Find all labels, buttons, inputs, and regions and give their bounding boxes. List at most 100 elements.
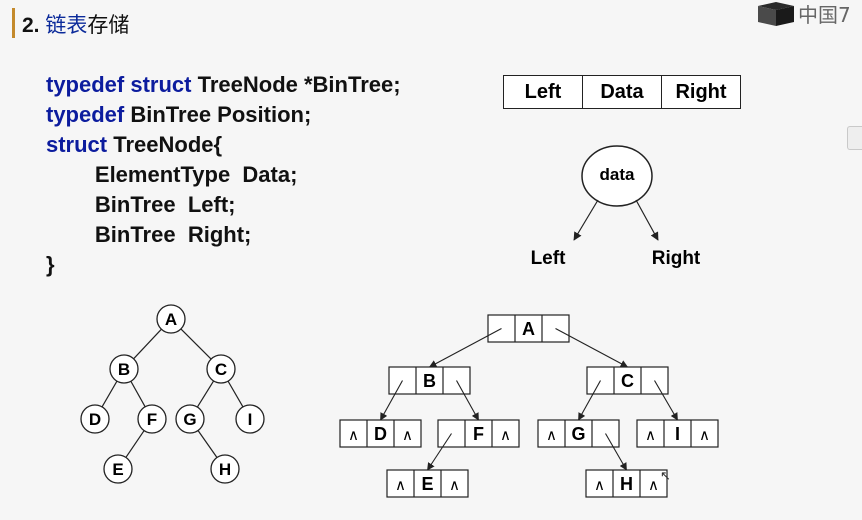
data-cell: I <box>675 424 680 444</box>
data-cell: A <box>522 319 535 339</box>
left-pointer-cell: ∧ <box>348 427 359 444</box>
tree-edge-G-H <box>197 430 218 458</box>
code-text: TreeNode *BinTree; <box>197 72 401 97</box>
tree-edge-C-G <box>196 380 215 408</box>
left-pointer-cell: ∧ <box>645 427 656 444</box>
tree-node-label-B: B <box>118 360 130 379</box>
tree-node-B <box>109 354 139 384</box>
binary-tree: A B C D F G I E H <box>80 304 265 484</box>
pointer-arrow-G-H <box>605 433 627 471</box>
tree-edge-A-C <box>180 328 212 360</box>
code-text: TreeNode{ <box>113 132 223 157</box>
code-line: ElementType Data; <box>46 160 401 190</box>
right-pointer-cell: ∧ <box>500 427 511 444</box>
right-pointer-cell: ∧ <box>699 427 710 444</box>
generic-node-diagram: data Left Right <box>531 145 701 269</box>
tree-edge-A-B <box>133 328 162 360</box>
tree-edge-B-F <box>130 380 146 408</box>
pointer-arrow-A-B <box>428 328 502 368</box>
accent-bar <box>12 8 15 38</box>
left-pointer-cell: ∧ <box>395 477 406 494</box>
tree-node-label-H: H <box>219 460 231 479</box>
pointer-arrow-F-E <box>427 433 452 471</box>
linked-node-I: ∧ I ∧ <box>636 419 719 448</box>
tree-node-G <box>175 404 205 434</box>
pointer-arrow-C-G <box>578 380 601 421</box>
code-text: BinTree Position; <box>130 102 312 127</box>
generic-node-circle <box>581 145 653 207</box>
tree-edge-B-D <box>101 380 118 408</box>
tree-node-label-G: G <box>183 410 196 429</box>
side-panel-tab[interactable] <box>847 126 862 150</box>
code-keyword: struct <box>46 132 114 157</box>
tree-node-A <box>156 304 186 334</box>
data-cell: D <box>374 424 387 444</box>
linked-node-E: ∧E∧ <box>386 469 469 498</box>
data-cell: G <box>571 424 585 444</box>
generic-right-arrow <box>635 199 659 241</box>
data-cell: H <box>620 474 633 494</box>
code-keyword: typedef <box>46 72 131 97</box>
tree-node-F <box>137 404 167 434</box>
code-block: typedef struct TreeNode *BinTree;typedef… <box>46 70 401 280</box>
tree-node-label-D: D <box>89 410 101 429</box>
code-line: typedef struct TreeNode *BinTree; <box>46 70 401 100</box>
generic-left-arrow <box>573 199 599 241</box>
tree-node-label-E: E <box>112 460 123 479</box>
tree-node-D <box>80 404 110 434</box>
data-cell: B <box>423 371 436 391</box>
code-text: ElementType Data; <box>46 162 298 187</box>
pointer-arrow-B-D <box>380 380 403 421</box>
tree-node-label-A: A <box>165 310 177 329</box>
slide-heading: 2. 链表存储 <box>22 9 129 39</box>
code-line: struct TreeNode{ <box>46 130 401 160</box>
code-line: } <box>46 250 401 280</box>
linked-node-D: ∧ D ∧ <box>339 419 422 448</box>
data-cell: F <box>473 424 484 444</box>
watermark-logo: 中国7 <box>758 2 851 27</box>
data-cell: C <box>621 371 634 391</box>
tree-node-label-F: F <box>147 410 157 429</box>
tree-edge-F-E <box>125 430 145 458</box>
code-text: } <box>46 252 55 277</box>
heading-rest: 存储 <box>87 13 130 37</box>
field-left: Left <box>524 80 562 103</box>
linked-node-B: B <box>388 366 471 395</box>
data-cell: E <box>421 474 433 494</box>
code-keyword: typedef <box>46 102 131 127</box>
linked-node-H: ∧H∧ <box>585 469 668 498</box>
tree-node-C <box>206 354 236 384</box>
pointer-arrow-B-F <box>456 380 479 421</box>
tree-node-label-I: I <box>248 410 253 429</box>
pointer-arrow-C-I <box>654 380 678 421</box>
pointer-arrow-A-C <box>555 328 629 368</box>
generic-node-data-label: data <box>600 165 636 184</box>
generic-left-label: Left <box>531 248 567 269</box>
linked-node-G: ∧G <box>537 419 620 448</box>
code-text: BinTree Right; <box>46 222 252 247</box>
generic-right-label: Right <box>652 248 701 269</box>
tree-node-label-C: C <box>215 360 227 379</box>
field-right: Right <box>661 76 740 108</box>
logo-text: 中国7 <box>798 3 851 27</box>
linked-node-box <box>386 469 469 498</box>
tree-node-I <box>235 404 265 434</box>
tree-edge-C-I <box>227 380 244 408</box>
heading-number: 2. <box>22 14 40 37</box>
linked-node-F: F∧ <box>437 419 520 448</box>
heading-keyword: 链表 <box>45 13 88 37</box>
tree-node-H <box>210 454 240 484</box>
left-pointer-cell: ∧ <box>594 477 605 494</box>
code-line: BinTree Left; <box>46 190 401 220</box>
right-pointer-cell: ∧ <box>402 427 413 444</box>
field-data: Data <box>582 76 661 108</box>
code-line: BinTree Right; <box>46 220 401 250</box>
code-line: typedef BinTree Position; <box>46 100 401 130</box>
node-field-layout: Left Data Right <box>503 75 741 109</box>
left-pointer-cell: ∧ <box>546 427 557 444</box>
mouse-cursor-icon: ↖ <box>660 468 671 483</box>
code-keyword: struct <box>130 72 198 97</box>
code-text: BinTree Left; <box>46 192 236 217</box>
